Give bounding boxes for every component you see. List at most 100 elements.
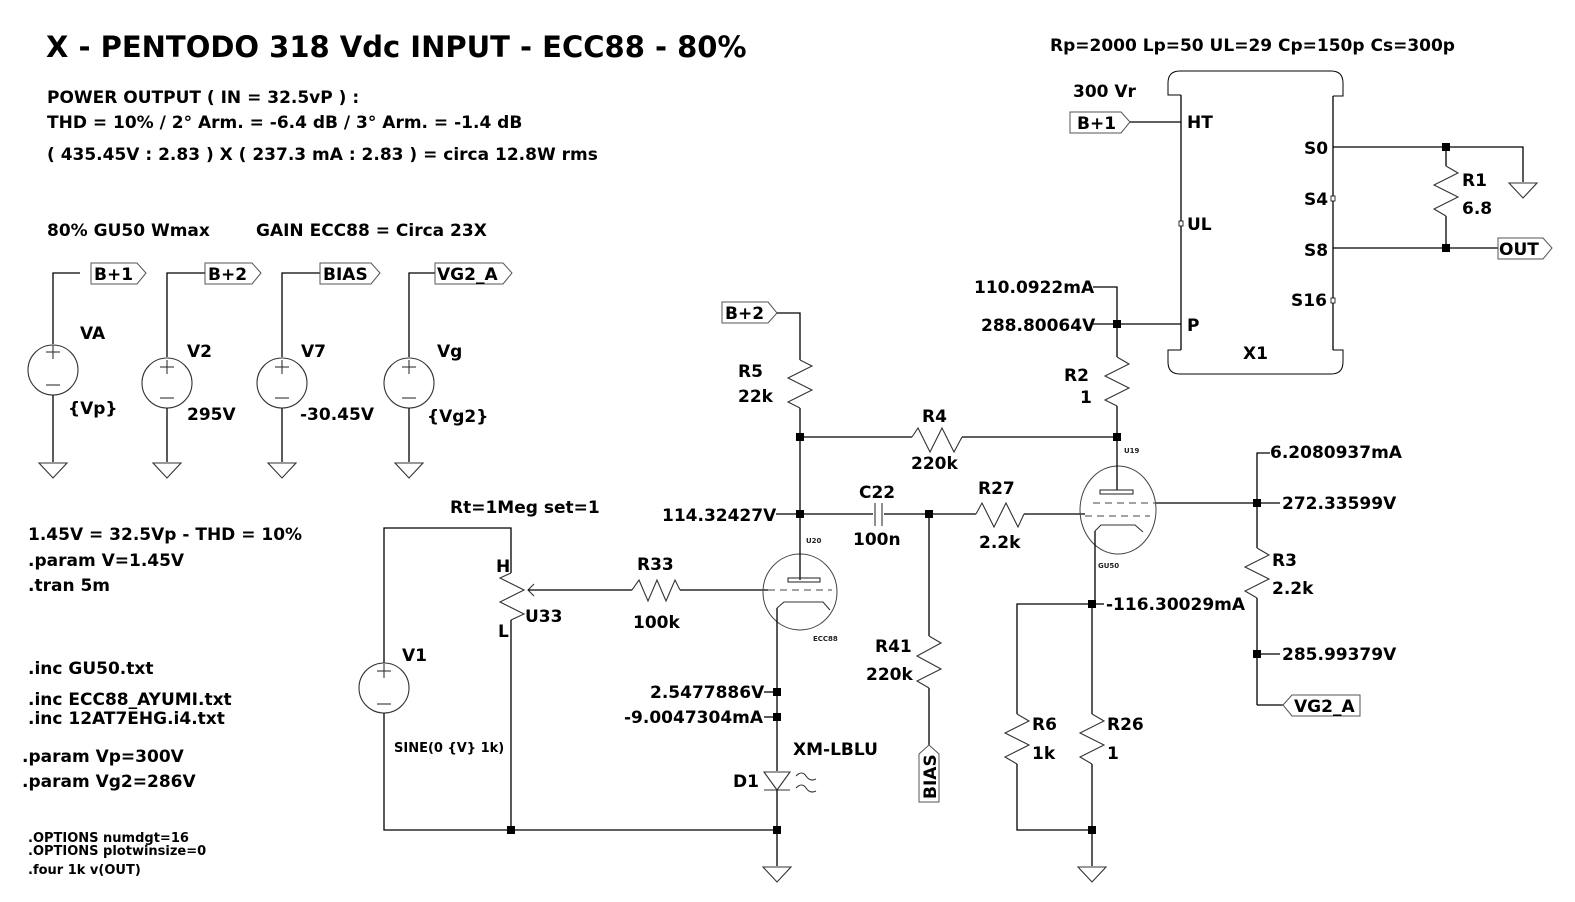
svg-text:VG2_A: VG2_A (437, 265, 498, 285)
svg-text:1k: 1k (1032, 744, 1056, 764)
svg-text:H: H (496, 557, 510, 577)
resistor-r6[interactable]: R6 1k (1003, 713, 1057, 765)
meas-screen-supply-voltage: 285.99379V (1282, 645, 1397, 665)
net-flag-b2-source[interactable]: B+2 (204, 262, 262, 285)
schematic-title: X - PENTODO 318 Vdc INPUT - ECC88 - 80% (46, 30, 747, 64)
directive-param-v[interactable]: .param V=1.45V (28, 551, 185, 571)
source-v1-value: SINE(0 {V} 1k) (394, 741, 504, 756)
svg-text:B+2: B+2 (725, 304, 764, 324)
svg-text:B+2: B+2 (208, 265, 247, 285)
note-thd: THD = 10% / 2° Arm. = -6.4 dB / 3° Arm. … (47, 113, 522, 133)
meas-driver-cathode-voltage: 2.5477886V (650, 683, 765, 703)
source-v1[interactable]: V1 SINE(0 {V} 1k) (358, 646, 504, 756)
note-input-level[interactable]: 1.45V = 32.5Vp - THD = 10% (28, 525, 302, 545)
ground-icon (393, 462, 425, 479)
directive-four[interactable]: .four 1k v(OUT) (28, 863, 141, 878)
net-flag-b1[interactable]: B+1 (1069, 111, 1131, 134)
meas-plate-voltage: 288.80064V (981, 316, 1096, 336)
svg-text:R3: R3 (1272, 551, 1297, 571)
pin-p: P (1187, 316, 1199, 336)
potentiometer-u33[interactable]: H L U33 (496, 557, 562, 642)
pin-s16: S16 (1291, 291, 1327, 311)
net-flag-bias[interactable]: BIAS (918, 744, 941, 803)
resistor-r5[interactable]: R5 22k (738, 359, 814, 409)
ground-icon (1507, 182, 1539, 199)
directive-inc-ecc88[interactable]: .inc ECC88_AYUMI.txt (28, 690, 232, 710)
meas-screen-current: 6.2080937mA (1270, 443, 1403, 463)
svg-text:R27: R27 (978, 479, 1015, 499)
source-v2-name: V2 (187, 342, 212, 362)
transformer-supply-label: 300 Vr (1073, 82, 1137, 102)
source-v1-name: V1 (402, 646, 427, 666)
svg-text:B+1: B+1 (94, 265, 133, 285)
directive-inc-12at7[interactable]: .inc 12AT7EHG.i4.txt (28, 709, 225, 729)
svg-text:1: 1 (1107, 744, 1119, 764)
meas-plate-current: 110.0922mA (974, 278, 1095, 298)
svg-text:B+1: B+1 (1077, 114, 1116, 134)
source-vg[interactable]: Vg {Vg2} (383, 272, 488, 479)
source-va-name: VA (80, 324, 106, 344)
svg-text:R1: R1 (1462, 171, 1487, 191)
ground-icon (761, 866, 793, 883)
pentode-u19[interactable]: U19 GU50 (1079, 437, 1157, 604)
svg-text:R6: R6 (1032, 715, 1057, 735)
pin-ht: HT (1187, 113, 1213, 133)
svg-text:BIAS: BIAS (323, 265, 368, 285)
directive-param-vg2[interactable]: .param Vg2=286V (22, 772, 196, 792)
resistor-r41[interactable]: R41 220k (866, 635, 943, 689)
resistor-r27[interactable]: R27 2.2k (975, 479, 1025, 553)
resistor-r1[interactable]: R1 6.8 (1432, 165, 1492, 219)
u20-name: U20 (806, 537, 822, 545)
source-va-value: {Vp} (68, 399, 118, 419)
svg-text:22k: 22k (738, 387, 774, 407)
ground-icon (1076, 866, 1108, 883)
directive-options-plotwinsize[interactable]: .OPTIONS plotwinsize=0 (28, 844, 206, 859)
svg-text:2.2k: 2.2k (979, 533, 1021, 553)
directive-inc-gu50[interactable]: .inc GU50.txt (28, 659, 153, 679)
svg-text:100k: 100k (633, 613, 680, 633)
net-flag-b1-source[interactable]: B+1 (90, 262, 147, 285)
capacitor-c22[interactable]: C22 100n (853, 483, 901, 550)
resistor-r3[interactable]: R3 2.2k (1243, 547, 1314, 599)
pin-ul: UL (1187, 215, 1212, 235)
directive-param-vp[interactable]: .param Vp=300V (22, 747, 185, 767)
svg-text:R2: R2 (1064, 366, 1089, 386)
pin-s0: S0 (1304, 139, 1328, 159)
meas-driver-plate-voltage: 114.32427V (662, 506, 777, 526)
resistor-r4[interactable]: R4 220k (911, 407, 963, 474)
net-flag-out[interactable]: OUT (1497, 237, 1553, 260)
pin-s4: S4 (1304, 190, 1328, 210)
resistor-r26[interactable]: R26 1 (1078, 713, 1144, 765)
net-flag-vg2a[interactable]: VG2_A (1282, 694, 1361, 717)
pin-s8: S8 (1304, 241, 1328, 261)
svg-text:L: L (498, 622, 509, 642)
svg-text:1: 1 (1080, 388, 1092, 408)
net-flag-vg2a-source[interactable]: VG2_A (434, 262, 513, 285)
source-v7[interactable]: V7 -30.45V (256, 272, 375, 479)
svg-text:C22: C22 (859, 483, 895, 503)
led-d1[interactable]: D1 XM-LBLU (733, 740, 878, 793)
net-flag-bias-source[interactable]: BIAS (319, 262, 381, 285)
source-v2[interactable]: V2 295V (141, 272, 236, 479)
svg-text:6.8: 6.8 (1462, 199, 1492, 219)
directive-tran[interactable]: .tran 5m (28, 576, 110, 596)
ground-icon (266, 462, 298, 479)
directive-options-numdgt[interactable]: .OPTIONS numdgt=16 (28, 831, 189, 846)
resistor-r2[interactable]: R2 1 (1064, 356, 1131, 408)
output-transformer-x1[interactable]: HT UL P S0 S4 S8 S16 X1 (1167, 70, 1344, 375)
source-va[interactable]: VA {Vp} (27, 272, 118, 479)
svg-text:VG2_A: VG2_A (1294, 697, 1355, 717)
meas-cathode-current: -116.30029mA (1106, 595, 1246, 615)
source-vg-name: Vg (437, 342, 462, 362)
svg-text:R26: R26 (1107, 715, 1144, 735)
svg-text:R33: R33 (637, 555, 674, 575)
svg-text:100n: 100n (853, 530, 901, 550)
ground-icon (37, 462, 69, 479)
note-power-calc: ( 435.45V : 2.83 ) X ( 237.3 mA : 2.83 )… (47, 145, 598, 165)
note-power-output: POWER OUTPUT ( IN = 32.5vP ) : (47, 88, 359, 108)
net-flag-b2[interactable]: B+2 (721, 301, 778, 324)
triode-u20[interactable]: U20 ECC88 (762, 514, 838, 692)
note-wmax: 80% GU50 Wmax (47, 221, 210, 241)
resistor-r33[interactable]: R33 100k (631, 555, 681, 633)
transformer-params: Rp=2000 Lp=50 UL=29 Cp=150p Cs=300p (1050, 36, 1455, 56)
